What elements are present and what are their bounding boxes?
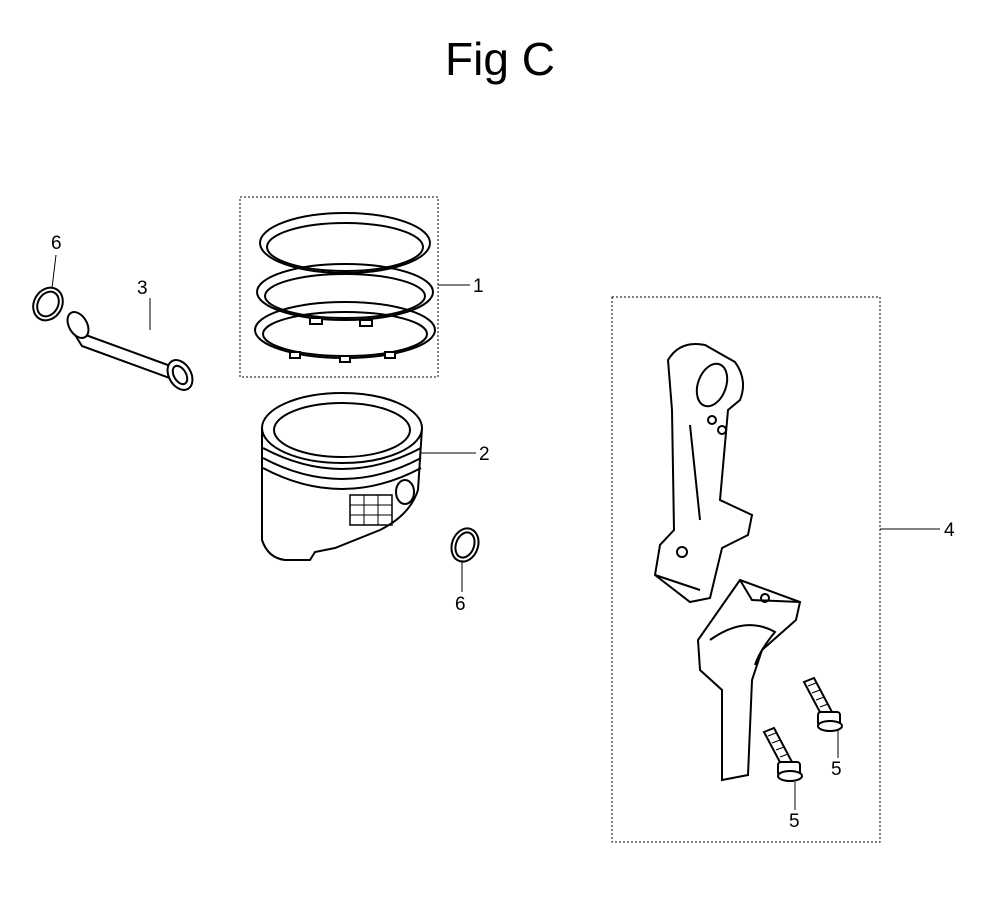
callout-5-right: 5 <box>831 759 842 780</box>
pin-clip-left-part <box>32 286 64 322</box>
piston-part <box>261 392 424 561</box>
callout-4: 4 <box>944 520 955 541</box>
pin-clip-right-part <box>450 527 480 563</box>
connecting-rod-cap-part <box>696 578 802 782</box>
callout-6-left: 6 <box>51 233 62 254</box>
connecting-rod-set-box <box>611 296 881 843</box>
piston-pin-part <box>66 311 194 391</box>
figure-title: Fig C <box>445 33 555 85</box>
rod-bolt-right-part <box>802 676 843 732</box>
callout-6-right: 6 <box>455 594 466 615</box>
callout-3: 3 <box>137 278 148 299</box>
callout-2: 2 <box>479 444 490 465</box>
piston-ring-set-box <box>239 196 439 378</box>
callout-1: 1 <box>473 276 484 297</box>
rod-bolt-lower-part <box>762 726 803 782</box>
callout-5-lower: 5 <box>789 811 800 832</box>
piston-rings-part <box>254 212 436 363</box>
leader-line-6-left <box>51 254 57 289</box>
connecting-rod-upper-part <box>653 343 754 604</box>
